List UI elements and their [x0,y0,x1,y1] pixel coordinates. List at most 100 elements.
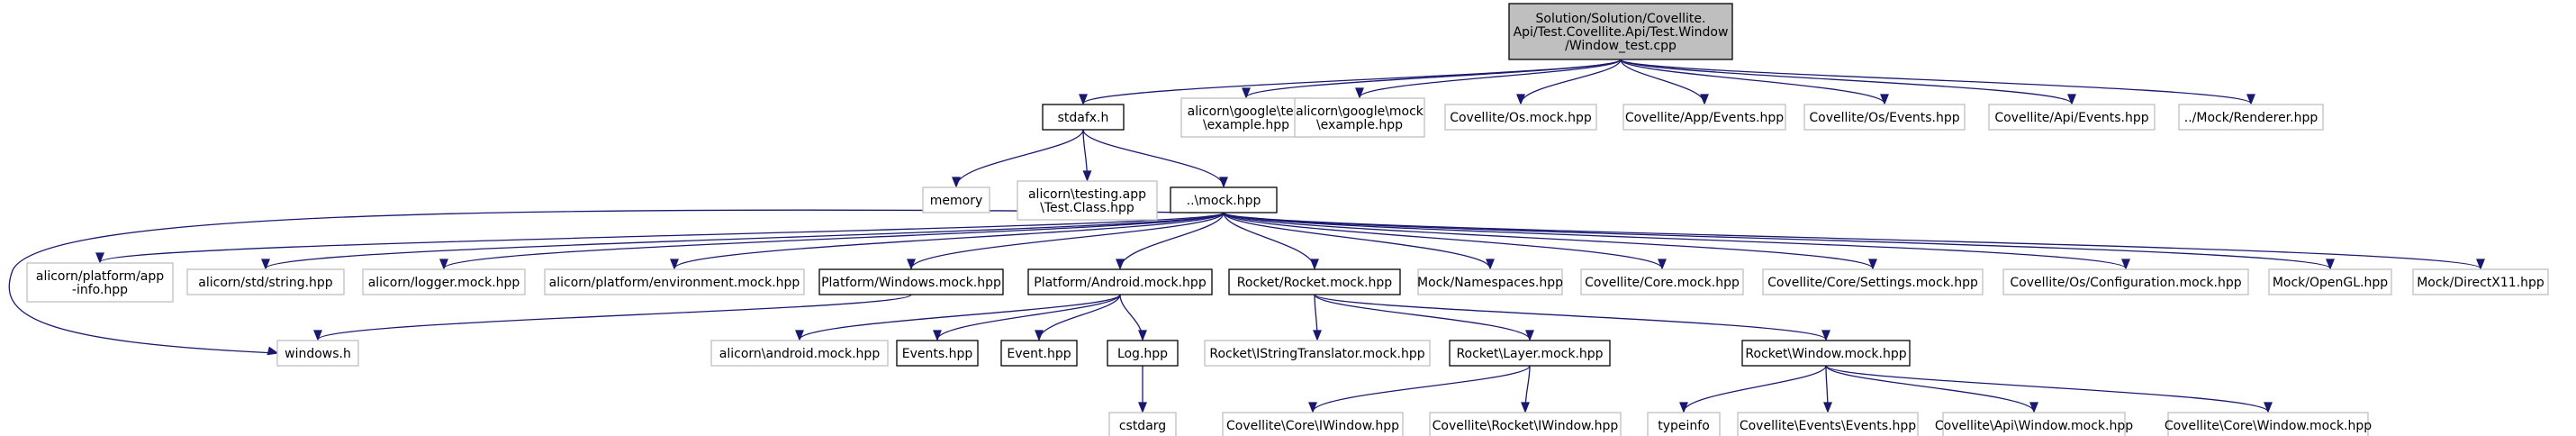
node-box [1294,97,1425,138]
edge-arrowhead [1082,170,1092,182]
node-box [1027,268,1213,295]
edge-line [1620,59,2252,104]
node-log[interactable]: Log.hpp [1107,340,1179,367]
node-rocketmock[interactable]: Rocket/Rocket.mock.hpp [1228,268,1401,295]
edge-root-to-stdafx [1079,59,1622,105]
node-label: -info.hpp [72,283,128,297]
node-config: Covellite/Os/Configuration.mock.hpp [2002,268,2249,295]
node-gmock: alicorn\google\mock\example.hpp [1294,97,1425,138]
node-andmock[interactable]: Platform/Android.mock.hpp [1027,268,1213,295]
edge-arrowhead [1308,402,1317,413]
edge-rwindow-to-typeinfo [1679,365,1827,413]
edge-root-to-osmock [1516,59,1622,105]
edge-line [1620,59,1885,104]
node-box [1228,268,1401,295]
node-gtest: alicorn\google\test\example.hpp [1180,97,1312,138]
node-winmock[interactable]: Platform/Windows.mock.hpp [818,268,1004,295]
node-rwindow[interactable]: Rocket\Window.mock.hpp [1741,340,1911,367]
node-box [1988,104,2156,131]
node-stdstring: alicorn/std/string.hpp [186,268,345,295]
node-box [896,340,979,367]
edge-line [1119,294,1143,341]
edge-log-to-cstdarg [1138,366,1147,413]
node-label: Covellite\Api\Window.mock.hpp [1935,419,2133,433]
edge-arrowhead [261,259,270,270]
edge-mock-to-directx [1223,212,2485,270]
edge-line [1223,212,2481,269]
node-stdafx[interactable]: stdafx.h [1042,104,1125,131]
node-label: Events.hpp [902,347,973,361]
node-box [1222,412,1404,436]
edge-arrowhead [1310,259,1319,270]
edges-layer [8,59,2485,413]
edge-line [673,212,1225,269]
node-label: Covellite/App/Events.hpp [1625,111,1784,125]
node-label: ..\mock.hpp [1187,194,1261,208]
node-label: Mock/OpenGL.hpp [2273,276,2388,290]
node-box [818,268,1004,295]
edge-arrowhead [1679,402,1688,413]
node-root[interactable]: Solution/Solution/Covellite.Api/Test.Cov… [1508,3,1733,60]
node-layer[interactable]: Rocket\Layer.mock.hpp [1449,340,1611,367]
edge-arrowhead [1521,402,1530,413]
edge-root-to-gtest [1242,59,1622,99]
edge-line [1223,212,1663,269]
edge-line [799,294,1121,341]
node-rocketiwin: Covellite\Rocket\IWindow.hpp [1429,412,1622,436]
edge-root-to-gmock [1355,59,1622,99]
edge-arrowhead [1658,259,1667,270]
node-label: Covellite\Events\Events.hpp [1740,419,1916,433]
edge-mock-to-logger [439,212,1225,270]
edge-line [936,294,1121,341]
edge-line [955,129,1084,187]
node-label: alicorn/logger.mock.hpp [368,276,520,290]
node-box [1580,268,1744,295]
edge-arrowhead [907,259,916,270]
edge-layer-to-coreiwin [1308,365,1531,413]
edge-arrowhead [439,259,448,270]
node-box [1737,412,1919,436]
node-label: Rocket\Window.mock.hpp [1745,347,1906,361]
node-label: alicorn/platform/app [36,269,164,284]
node-mock[interactable]: ..\mock.hpp [1170,186,1278,213]
edge-root-to-appevents [1620,59,1709,105]
node-memory: memory [922,186,990,213]
node-box [1429,412,1622,436]
edge-andmock-to-event [1035,294,1121,341]
node-label: Covellite\Rocket\IWindow.hpp [1433,419,1619,433]
edge-line [317,294,912,341]
edge-arrowhead [1823,402,1832,413]
edge-line [1620,59,1705,104]
edge-arrowhead [1880,94,1889,105]
node-events[interactable]: Events.hpp [896,340,979,367]
node-label: Mock/DirectX11.hpp [2417,276,2544,290]
node-environment: alicorn/platform/environment.mock.hpp [544,268,805,295]
edge-root-to-apievents [1620,59,2076,105]
edge-arrowhead [2029,402,2038,413]
edge-mock-to-settings [1223,212,1877,270]
node-testingapp: alicorn\testing.app\Test.Class.hpp [1017,180,1158,221]
node-box [1803,104,1966,131]
edge-arrowhead [1313,330,1322,341]
node-label: cstdarg [1119,419,1166,433]
node-box [2002,268,2249,295]
edge-arrowhead [2246,94,2255,105]
node-box [362,268,526,295]
node-event[interactable]: Event.hpp [1000,340,1078,367]
edge-arrowhead [1516,94,1525,105]
edge-arrowhead [1355,87,1364,99]
node-label: Solution/Solution/Covellite. [1536,12,1706,26]
edge-rwindow-to-corewin [1825,365,2273,413]
node-label: Covellite/Os/Events.hpp [1809,111,1959,125]
node-andmockh: alicorn\android.mock.hpp [710,340,889,367]
node-box [1170,186,1278,213]
node-box [1017,180,1158,221]
edge-line [1082,59,1622,104]
edge-arrowhead [952,177,961,188]
edge-line [265,212,1225,269]
edge-arrowhead [1116,259,1125,270]
edge-arrowhead [267,346,279,356]
edge-andmock-to-andmockh [795,294,1121,341]
edge-arrowhead [2326,259,2335,270]
